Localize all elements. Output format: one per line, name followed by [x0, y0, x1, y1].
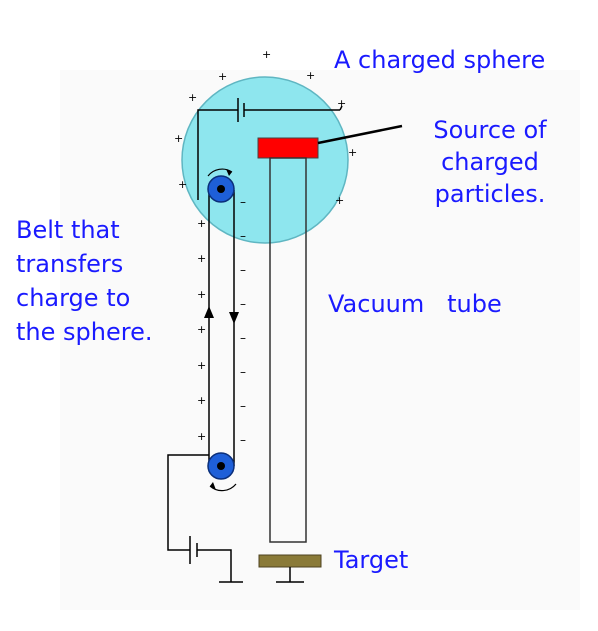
plus-charge: +	[262, 48, 271, 61]
target-label: Target	[334, 546, 409, 574]
belt-label-line: Belt that	[16, 216, 120, 244]
sphere-label: A charged sphere	[334, 46, 546, 74]
minus-charge: –	[240, 399, 246, 413]
bottom-pulley	[207, 452, 237, 492]
source-pointer-line	[317, 124, 403, 145]
belt-down-arrow	[229, 312, 239, 324]
belt-label-line: transfers	[16, 250, 124, 278]
plus-charge: +	[335, 194, 344, 207]
source-label-line: Source of	[433, 116, 547, 144]
plus-charge: +	[306, 69, 315, 82]
vacuum-tube	[269, 157, 307, 543]
source-label-line: charged	[441, 148, 539, 176]
plus-charge: +	[178, 178, 187, 191]
plus-charge: +	[197, 430, 206, 443]
plus-charge: +	[188, 91, 197, 104]
plus-charge: +	[197, 359, 206, 372]
minus-charge: –	[240, 365, 246, 379]
minus-charge: –	[240, 263, 246, 277]
belt-label-line: the sphere.	[16, 318, 153, 346]
top-pulley	[207, 168, 235, 203]
sphere-battery	[197, 98, 343, 200]
plus-charge: +	[218, 70, 227, 83]
charged-sphere	[181, 76, 349, 244]
minus-charge: –	[240, 229, 246, 243]
particle-source	[257, 137, 319, 159]
plus-charge: +	[348, 146, 357, 159]
plus-charge: +	[197, 252, 206, 265]
source-label: Source of charged particles.	[400, 114, 580, 210]
ground-battery-circuit	[167, 454, 243, 583]
plus-charge: +	[197, 394, 206, 407]
plus-charge: +	[174, 132, 183, 145]
minus-charge: –	[240, 433, 246, 447]
sphere-plus-charges: + + + + + + + + +	[174, 48, 357, 207]
belt-plus-charges: + + + + + + +	[197, 217, 206, 443]
belt-minus-charges: – – – – – – – –	[240, 195, 246, 447]
belt-label-line: charge to	[16, 284, 131, 312]
plus-charge: +	[337, 97, 346, 110]
minus-charge: –	[240, 331, 246, 345]
plus-charge: +	[197, 323, 206, 336]
source-label-line: particles.	[434, 180, 546, 208]
minus-charge: –	[240, 195, 246, 209]
minus-charge: –	[240, 297, 246, 311]
target-plate	[258, 554, 322, 568]
belt-label: Belt that transfers charge to the sphere…	[16, 213, 152, 349]
plus-charge: +	[197, 217, 206, 230]
tube-label: Vacuum tube	[328, 290, 502, 318]
belt-up-arrow	[204, 306, 214, 318]
plus-charge: +	[197, 288, 206, 301]
